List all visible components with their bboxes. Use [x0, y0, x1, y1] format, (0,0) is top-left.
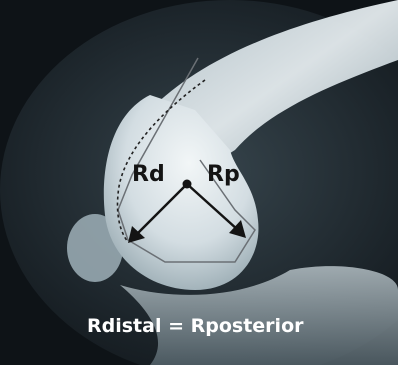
label-rd: Rd: [132, 162, 165, 187]
caption-text: Rdistal = Rposterior: [87, 315, 304, 337]
label-rp: Rp: [207, 162, 240, 187]
